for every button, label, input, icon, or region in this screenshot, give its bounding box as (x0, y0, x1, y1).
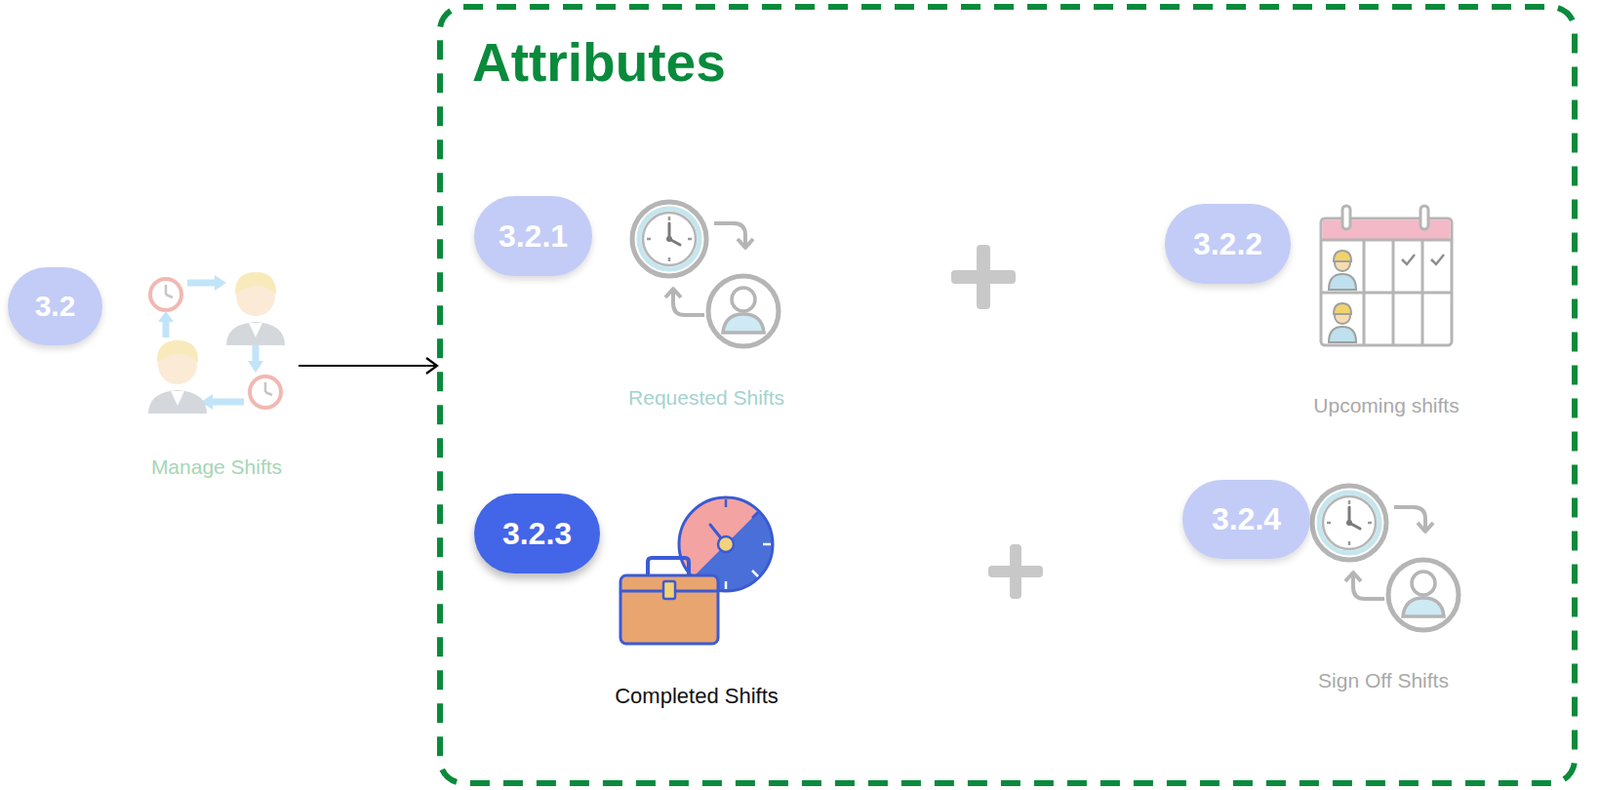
briefcase-gauge-icon (620, 497, 773, 644)
manage-shifts-icon-part (210, 399, 244, 406)
attributes-group: Attributes 3.2.1Requested Shifts 3.2.2Upco… (437, 3, 1578, 787)
step-number: 3.2 (7, 267, 103, 346)
step-label: Completed Shifts (614, 683, 779, 710)
group-title: Attributes (472, 33, 726, 93)
calendar-icon-part (1328, 274, 1357, 290)
manage-shifts-icon-part (247, 360, 264, 373)
manage-shifts-icon-part (162, 320, 170, 338)
step-number: 3.2.3 (474, 493, 600, 574)
calendar-icon-part (1401, 254, 1415, 265)
briefcase-gauge-icon-part (752, 512, 759, 519)
step-group: 3.2.3Completed Shifts (474, 493, 787, 714)
manage-shifts-icon-part (226, 272, 285, 346)
manage-shifts-icon-part (265, 392, 273, 396)
calendar-icon-part (1421, 240, 1425, 346)
manage-shifts-icon-part (165, 294, 173, 298)
briefcase-gauge-icon-part (724, 581, 728, 590)
calendar-icon-part (1320, 291, 1452, 295)
manage-shifts-icon-part (148, 340, 207, 414)
briefcase-gauge-icon-part (724, 499, 728, 508)
calendar-icon-part (1431, 254, 1444, 265)
plus-sign (988, 544, 1043, 600)
calendar-icon-part (1333, 303, 1352, 315)
manage-shifts-icon-part (214, 275, 227, 291)
manage-shifts-icon-part (249, 376, 281, 408)
step-number: 3.2.4 (1182, 480, 1311, 560)
dashed-outline (440, 6, 1575, 784)
calendar-icon-part (1333, 250, 1352, 262)
step-group: 3.2.4Sign Off Shifts (1182, 480, 1476, 697)
step-number: 3.2.1 (474, 196, 593, 277)
step-label: Upcoming shifts (1313, 393, 1459, 418)
calendar-icon-part (1342, 205, 1351, 230)
manage-shifts-icon-part (264, 382, 268, 393)
plus-sign-part (1009, 544, 1022, 600)
briefcase-gauge-icon-part (663, 581, 676, 600)
calendar-icon-part (1420, 205, 1429, 230)
manage-shifts-icon-part (164, 284, 168, 295)
step-number: 3.2.2 (1164, 203, 1291, 284)
step-group: 3.2.1Requested Shifts (474, 196, 797, 416)
briefcase-gauge-icon-part (620, 575, 719, 644)
calendar-icon-part (1362, 240, 1366, 346)
manage-shifts-icon-part (187, 280, 217, 287)
briefcase-gauge-icon-part (762, 543, 771, 547)
manage-shifts-icon-part (158, 311, 174, 322)
sign-off-shifts-icon (1312, 485, 1459, 631)
connector-arrow (298, 364, 438, 367)
manage-shifts-icon-part (150, 279, 182, 311)
step-group: 3.2Manage Shifts (7, 267, 299, 484)
calendar-icon (1320, 205, 1452, 346)
step-label: Manage Shifts (151, 454, 282, 480)
calendar-icon-part (1320, 239, 1452, 242)
calendar-icon-part (1328, 326, 1357, 343)
plus-sign-part (976, 244, 991, 310)
plus-sign (951, 244, 1016, 310)
calendar-icon-part (1392, 240, 1396, 346)
step-label: Sign Off Shifts (1318, 668, 1449, 693)
step-group: 3.2.2Upcoming shifts (1164, 203, 1468, 424)
briefcase-gauge-icon-part (752, 570, 759, 577)
briefcase-gauge-icon-part (718, 536, 734, 553)
step-label: Requested Shifts (628, 385, 785, 410)
manage-shifts-icon (148, 272, 285, 414)
manage-shifts-icon-part (252, 343, 260, 363)
requested-shifts-icon (632, 201, 779, 347)
calendar-icon-part (1320, 218, 1452, 346)
briefcase-gauge-icon-part (679, 497, 760, 578)
